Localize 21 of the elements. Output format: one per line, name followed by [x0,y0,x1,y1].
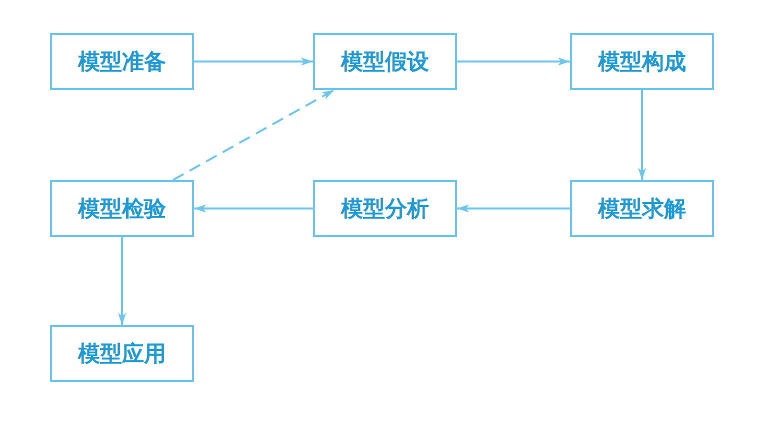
process-box [313,180,457,237]
box-label: 模型构成 [598,48,686,76]
box-label: 模型假设 [341,48,429,76]
arrow [118,237,126,325]
box-label: 模型分析 [341,196,429,224]
process-box [50,33,194,90]
arrow [638,90,646,180]
arrow [457,58,570,66]
arrow [194,58,313,66]
arrow [172,89,334,181]
process-box [50,325,194,382]
arrow [457,204,570,212]
box-label: 模型准备 [78,48,166,76]
box-label: 模型求解 [598,196,686,224]
process-box [570,180,714,237]
arrow [194,204,313,212]
process-box [313,33,457,90]
process-box [570,33,714,90]
box-label: 模型应用 [78,340,166,368]
process-box [50,180,194,237]
box-label: 模型检验 [78,196,166,224]
